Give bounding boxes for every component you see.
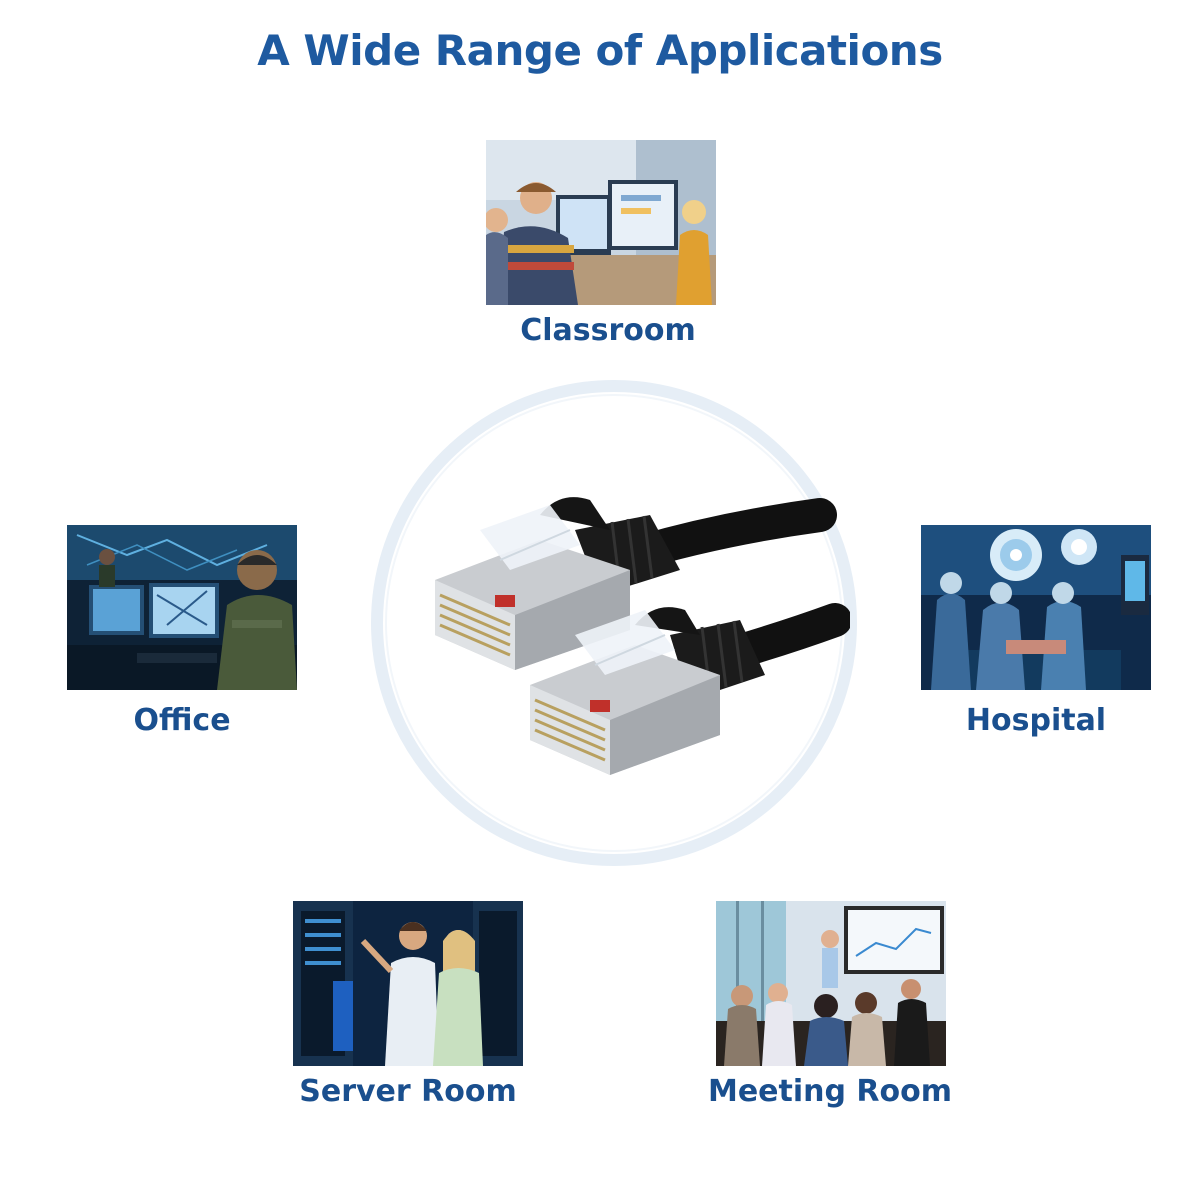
office-photo: [67, 525, 297, 690]
server-room-label: Server Room: [299, 1074, 517, 1109]
office-label: Office: [133, 703, 231, 738]
page-title: A Wide Range of Applications: [257, 26, 943, 75]
classroom-photo: [486, 140, 716, 305]
meeting-room-label: Meeting Room: [707, 1074, 953, 1109]
ethernet-cable-rj45-connectors-icon: [380, 420, 852, 800]
hospital-label: Hospital: [965, 703, 1107, 738]
classroom-label: Classroom: [520, 313, 696, 348]
server-room-photo: [293, 901, 523, 1066]
meeting-room-photo: [716, 901, 946, 1066]
hospital-photo: [921, 525, 1151, 690]
